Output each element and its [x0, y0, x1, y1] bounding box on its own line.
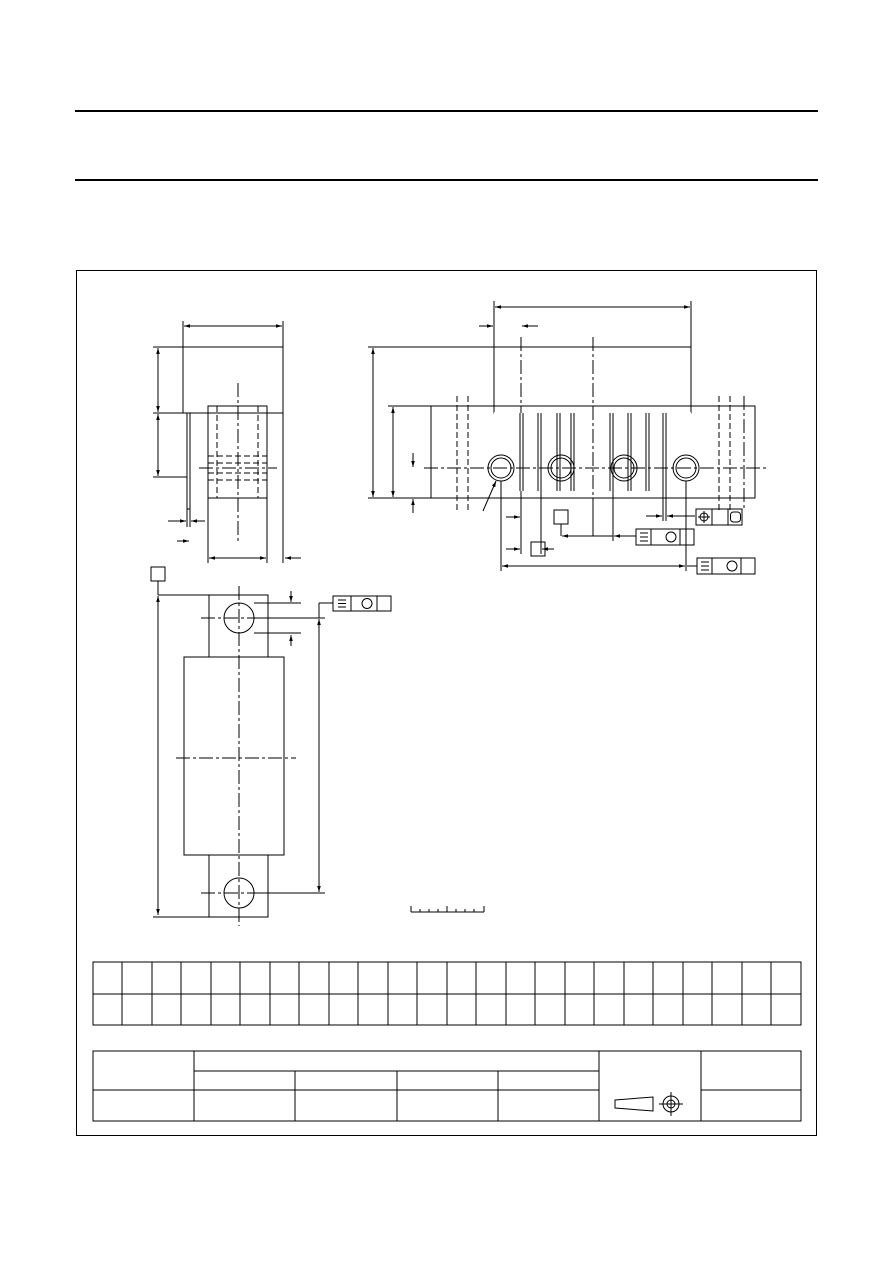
tolerance-frame-symmetry-1	[635, 528, 695, 546]
header-rule-top	[75, 110, 818, 112]
top-view-body	[183, 656, 285, 856]
top-view	[150, 566, 392, 926]
dimension-table	[92, 961, 802, 1026]
datum-box-left	[150, 566, 166, 582]
header-rule-bottom	[75, 179, 818, 181]
front-view-leads	[519, 413, 667, 491]
tolerance-frame-top-view	[332, 595, 392, 612]
drawing-frame	[76, 270, 817, 1136]
package-outline-drawing	[92, 301, 802, 1122]
scale-bar	[410, 906, 485, 913]
datum-box-front-1	[553, 509, 569, 525]
outline-version-table	[92, 1050, 802, 1122]
tolerance-frame-position	[695, 508, 743, 526]
front-view	[368, 301, 767, 575]
side-view	[153, 321, 301, 563]
side-view-body	[182, 346, 284, 414]
third-angle-projection-icon	[614, 1092, 683, 1116]
tolerance-frame-symmetry-2	[696, 557, 756, 575]
